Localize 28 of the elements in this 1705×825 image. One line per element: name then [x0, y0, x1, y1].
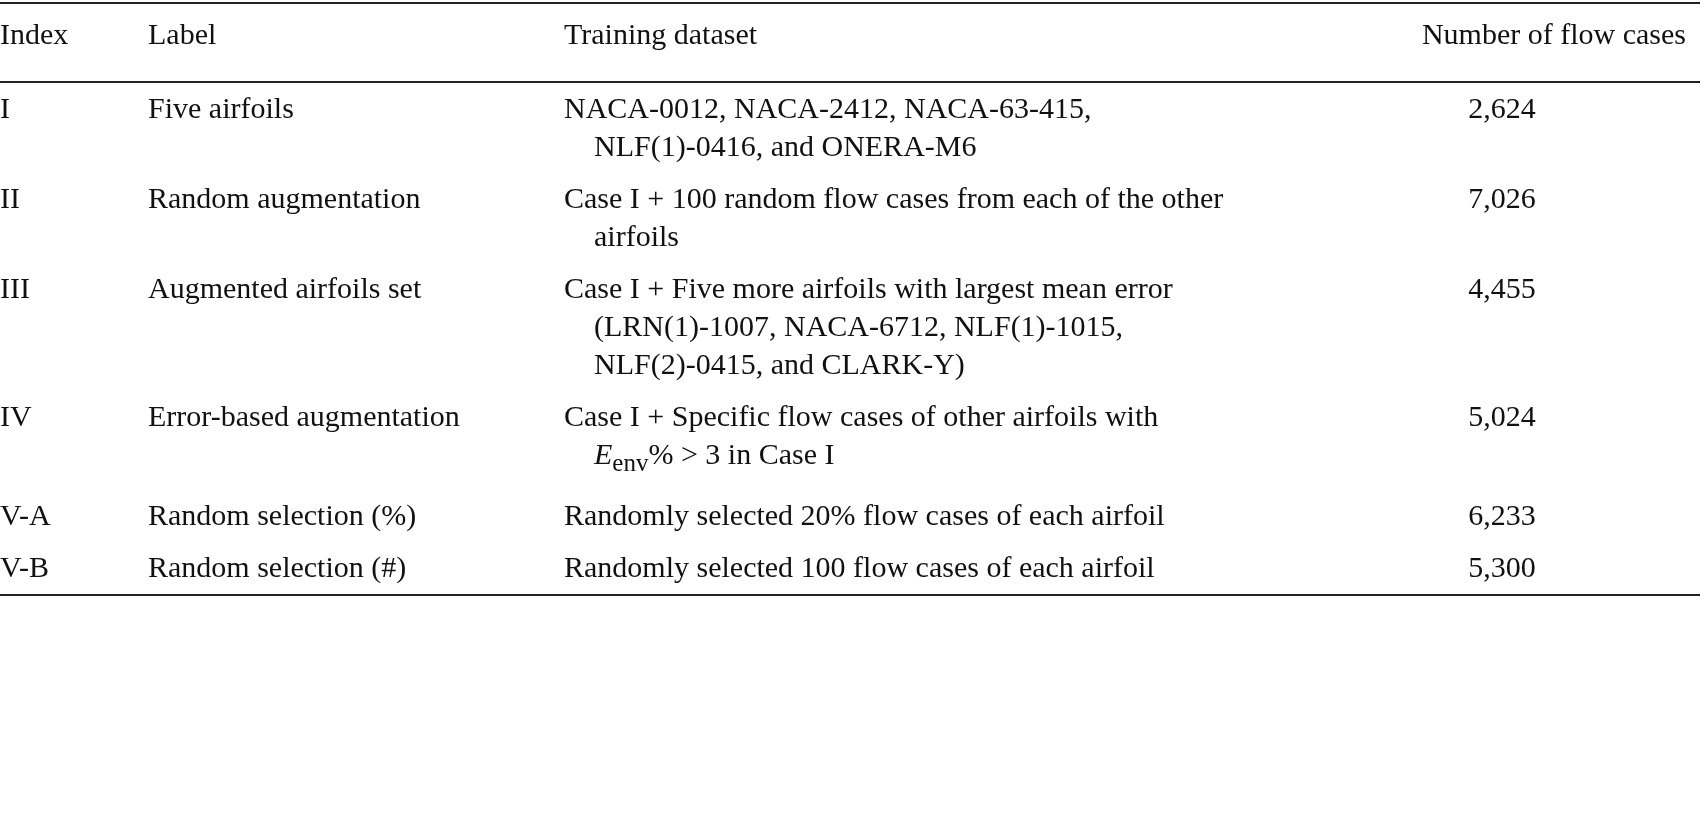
table-entry: 5,024: [1468, 399, 1536, 432]
table-entry: Randomly selected 20% flow cases of each airfoil: [564, 497, 1166, 533]
column-header: Training dataset: [564, 16, 759, 52]
table-entry: Error-based augmentation: [148, 398, 461, 434]
table-entry: 7,026: [1468, 181, 1536, 214]
table-entry: I: [0, 91, 10, 124]
table-entry: II: [0, 181, 20, 214]
table-entry: Random augmentation: [148, 180, 422, 216]
table-entry: 4,455: [1468, 271, 1536, 304]
table-entry: Case I + Specific flow cases of other airfoils with E$_{env}$% > 3 in Case I: [564, 398, 1160, 478]
table-entry: 2,624: [1468, 91, 1536, 124]
table-entry: III: [0, 271, 30, 304]
table-entry: V-B: [0, 550, 49, 583]
table-entry: Random selection (%): [148, 497, 418, 533]
table-entry: V-A: [0, 498, 51, 531]
table-entry: Case I + 100 random flow cases from each of the other airfoils: [564, 180, 1224, 254]
table-entry: 5,300: [1468, 550, 1536, 583]
table-entry: Augmented airfoils set: [148, 270, 423, 306]
table-entry: Five airfoils: [148, 90, 295, 126]
column-header: Index: [0, 17, 69, 50]
table-entry: Random selection (#): [148, 549, 408, 585]
table-entry: Case I + Five more airfoils with largest mean error (LRN(1)-1007, NACA-6712, NLF(1)-1015, NLF(2)-0415, and CLARK-Y): [564, 270, 1174, 382]
column-header: Label: [148, 16, 218, 52]
column-header: Number of flow cases: [1421, 17, 1686, 50]
table-entry: NACA-0012, NACA-2412, NACA-63-415, NLF(1)-0416, and ONERA-M6: [564, 90, 1093, 164]
table-entry: Randomly selected 100 flow cases of each airfoil: [564, 549, 1156, 585]
table-entry: IV: [0, 399, 32, 432]
table-entry: 6,233: [1468, 498, 1536, 531]
